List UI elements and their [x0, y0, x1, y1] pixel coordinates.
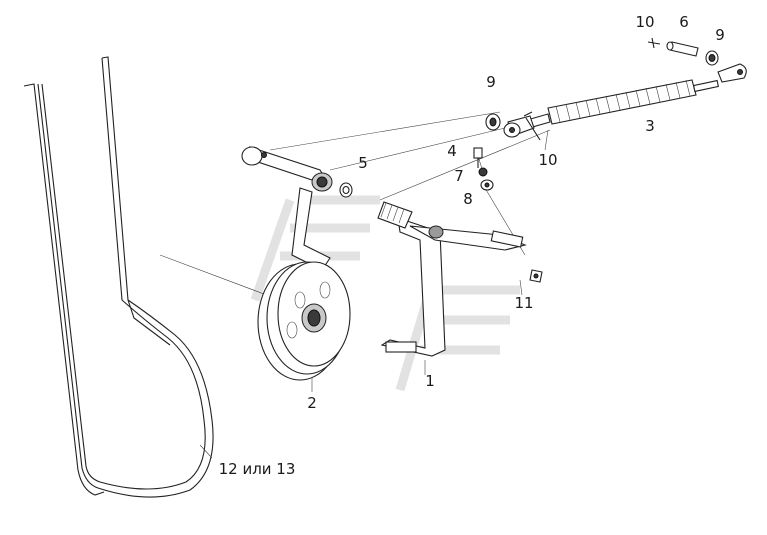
- leader-lines: [159, 111, 551, 459]
- washer-8: [480, 179, 494, 191]
- watermark-logo: [250, 195, 520, 392]
- nut-7: [478, 167, 488, 177]
- callout-10-lower: 10: [538, 151, 557, 169]
- rod-end-eye: [503, 115, 535, 138]
- grease-fitting: [529, 269, 543, 283]
- callout-9-lower: 9: [486, 73, 496, 91]
- drive-belt: [23, 56, 214, 498]
- callout-4: 4: [447, 142, 457, 160]
- callout-8: 8: [463, 190, 473, 208]
- callout-2: 2: [307, 394, 317, 412]
- callout-11: 11: [514, 294, 533, 312]
- callout-7: 7: [454, 167, 464, 185]
- cotter-pin-10-lower: [523, 111, 541, 141]
- washer-5: [339, 182, 353, 198]
- washer-9-upper: [705, 50, 719, 66]
- callout-6: 6: [679, 13, 689, 31]
- tension-spring: [519, 63, 747, 131]
- callout-1: 1: [425, 372, 435, 390]
- callout-labels: 1 2 3 4 5 6 7 8 9 9 10 10 11 12 или 13: [219, 13, 725, 478]
- callout-5: 5: [358, 154, 368, 172]
- callout-3: 3: [645, 117, 655, 135]
- idler-pulley: [257, 261, 351, 381]
- threaded-shaft: [377, 201, 444, 239]
- callout-12-or-13: 12 или 13: [219, 460, 296, 478]
- tension-arm: [291, 187, 331, 271]
- pin-6: [666, 41, 699, 57]
- washer-9-lower: [485, 113, 501, 131]
- callout-10-upper: 10: [635, 13, 654, 31]
- cotter-pin-10-upper: [647, 37, 661, 49]
- pivot-pin: [241, 146, 333, 192]
- callout-9-upper: 9: [715, 26, 725, 44]
- bolt-4: [473, 147, 483, 168]
